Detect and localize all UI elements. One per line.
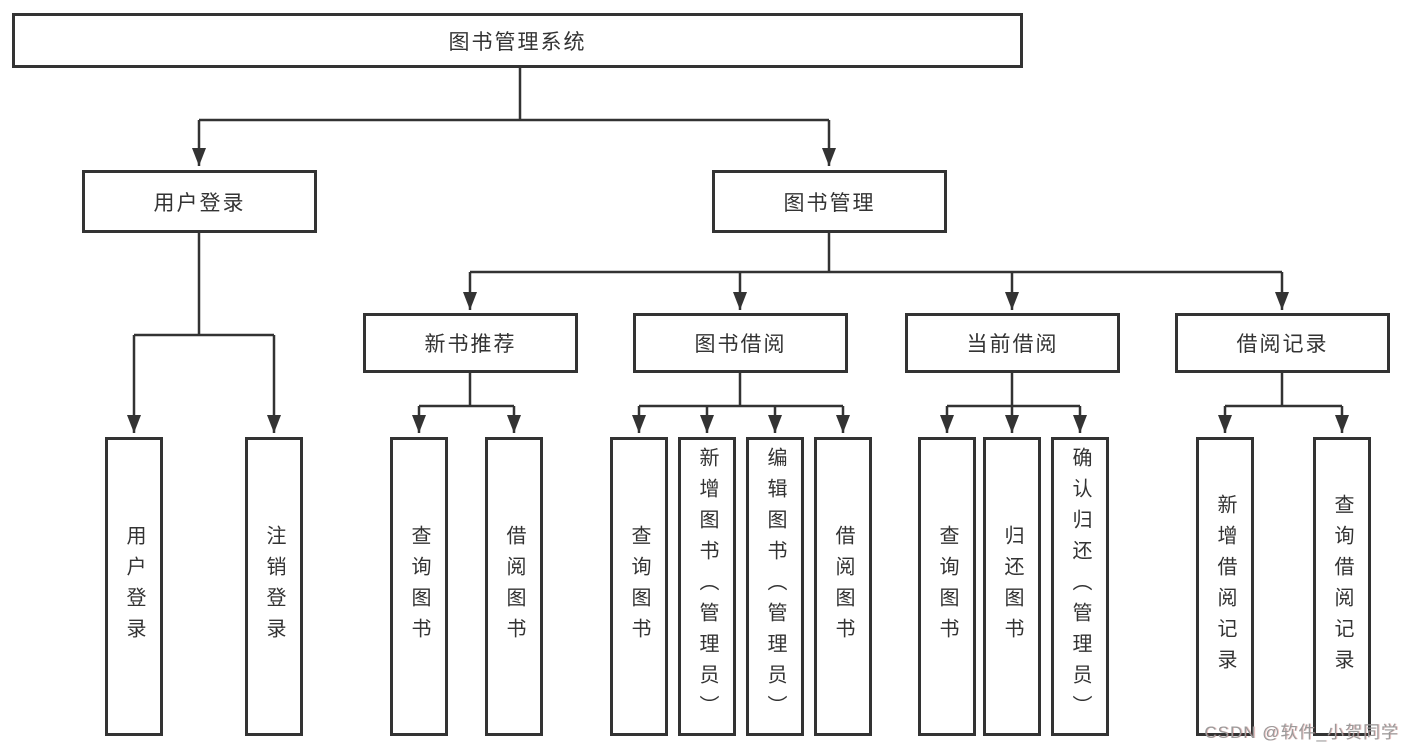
node-label: 图书管理 [783,191,876,215]
node-book-borrow: 图书借阅 [633,313,848,373]
node-label: 图书管理系统 [448,30,587,54]
node-label: 借阅记录 [1236,333,1329,356]
leaf-return-books: 归还图书 [983,437,1041,736]
node-label: 编辑图书（管理员） [764,447,786,726]
leaf-query-books-borrow: 查询图书 [610,437,668,736]
node-label: 借阅图书 [503,524,525,649]
node-current-borrow: 当前借阅 [905,313,1120,373]
node-label: 注销登录 [263,524,285,649]
node-user-login: 用户登录 [82,170,317,233]
node-label: 查询图书 [936,524,958,649]
leaf-edit-books-admin: 编辑图书（管理员） [746,437,804,736]
csdn-watermark: CSDN @软件_小贺同学 [1204,723,1399,742]
leaf-query-books-current: 查询图书 [918,437,976,736]
node-label: 用户登录 [153,191,246,215]
leaf-add-books-admin: 新增图书（管理员） [678,437,736,736]
node-label: 查询图书 [628,524,650,649]
node-borrow-records: 借阅记录 [1175,313,1390,373]
leaf-user-login: 用户登录 [105,437,163,736]
node-root-system: 图书管理系统 [12,13,1023,68]
node-label: 新增借阅记录 [1214,493,1236,680]
node-book-management: 图书管理 [712,170,947,233]
leaf-query-books-recommend: 查询图书 [390,437,448,736]
leaf-query-borrow-record: 查询借阅记录 [1313,437,1371,736]
node-label: 当前借阅 [966,333,1059,356]
leaf-borrow-books-recommend: 借阅图书 [485,437,543,736]
node-label: 新书推荐 [424,333,517,356]
node-label: 确认归还（管理员） [1069,447,1091,726]
node-label: 查询借阅记录 [1331,493,1353,680]
node-label: 图书借阅 [694,333,787,356]
leaf-confirm-return-admin: 确认归还（管理员） [1051,437,1109,736]
leaf-logout-login: 注销登录 [245,437,303,736]
node-label: 查询图书 [408,524,430,649]
node-label: 新增图书（管理员） [696,447,718,726]
leaf-add-borrow-record: 新增借阅记录 [1196,437,1254,736]
node-new-book-recommend: 新书推荐 [363,313,578,373]
node-label: 归还图书 [1001,524,1023,649]
node-label: 用户登录 [123,524,145,649]
leaf-borrow-books: 借阅图书 [814,437,872,736]
node-label: 借阅图书 [832,524,854,649]
